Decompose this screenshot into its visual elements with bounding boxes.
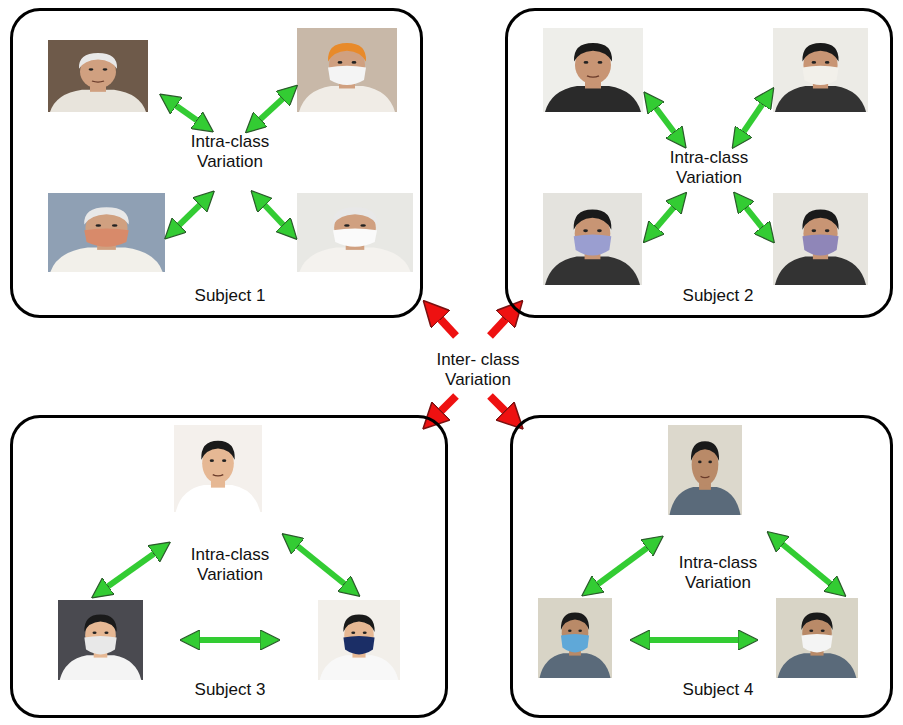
subject-label: Subject 1 — [130, 286, 330, 306]
intra-arrow — [738, 96, 768, 140]
face-photo — [58, 600, 143, 680]
subject-box: Intra-class VariationSubject 1 — [10, 8, 423, 318]
intra-arrow — [590, 542, 655, 590]
inter-arrow — [432, 310, 456, 336]
intra-arrow — [650, 100, 680, 140]
face-photo — [543, 193, 642, 285]
inter-class-label: Inter- class Variation — [423, 350, 533, 390]
subject-box: Intra-class VariationSubject 4 — [510, 415, 893, 718]
intra-arrow — [172, 198, 207, 232]
intra-arrow — [775, 538, 838, 590]
face-photo — [776, 598, 858, 678]
inter-arrow — [490, 396, 514, 420]
face-photo — [538, 598, 612, 678]
intra-arrow — [640, 637, 748, 643]
face-photo — [48, 193, 165, 272]
intra-arrow — [253, 92, 290, 126]
face-photo — [543, 28, 643, 112]
face-photo — [174, 425, 262, 512]
intra-arrow — [650, 200, 680, 235]
inter-arrow — [490, 310, 514, 336]
variation-label: Intra-class Variation — [659, 148, 759, 188]
face-photo — [668, 425, 742, 515]
intra-arrow — [258, 198, 290, 232]
face-photo — [773, 193, 868, 285]
face-photo — [48, 40, 148, 112]
subject-box: Intra-class VariationSubject 3 — [10, 415, 448, 718]
face-photo — [297, 193, 413, 272]
subject-label: Subject 3 — [130, 680, 330, 700]
variation-label: Intra-class Variation — [180, 545, 280, 585]
intra-arrow — [740, 200, 768, 235]
face-photo — [773, 28, 868, 112]
face-photo — [318, 600, 400, 680]
subject-box: Intra-class VariationSubject 2 — [505, 8, 893, 318]
intra-arrow — [100, 548, 162, 592]
variation-label: Intra-class Variation — [668, 553, 768, 593]
intra-arrow — [168, 100, 205, 126]
intra-arrow — [290, 540, 352, 590]
intra-arrow — [190, 637, 270, 643]
variation-label: Intra-class Variation — [180, 132, 280, 172]
subject-label: Subject 4 — [618, 680, 818, 700]
subject-label: Subject 2 — [618, 286, 818, 306]
inter-arrow — [432, 396, 456, 420]
face-photo — [297, 28, 397, 112]
